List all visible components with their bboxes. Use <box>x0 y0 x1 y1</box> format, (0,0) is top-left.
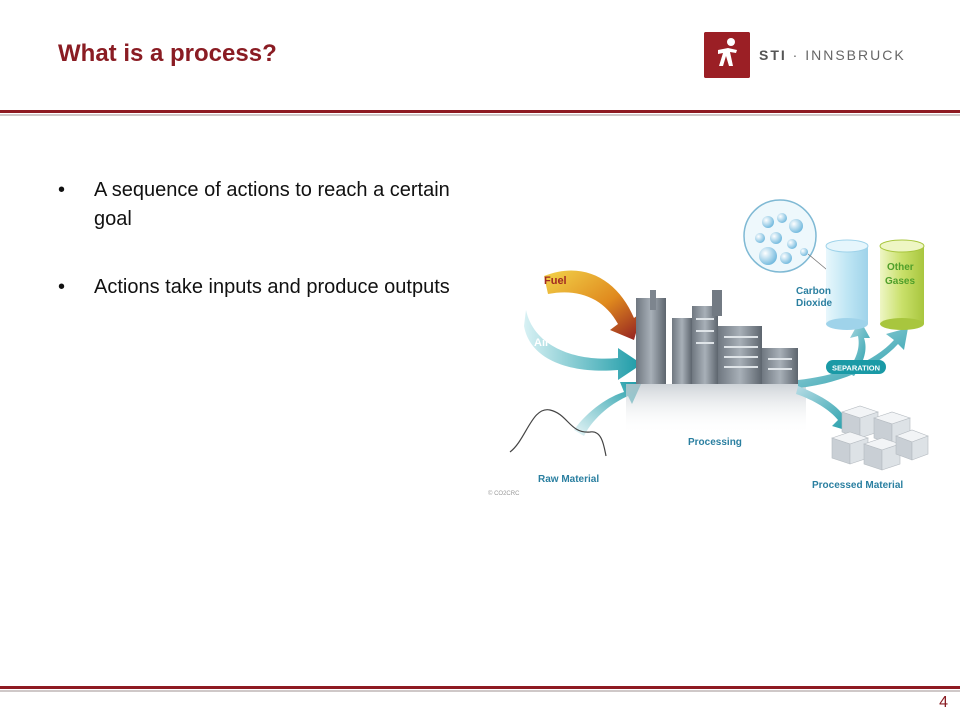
other-gases-cylinder-icon <box>879 239 925 330</box>
factory-icon <box>626 290 806 434</box>
bullet-list: • A sequence of actions to reach a certa… <box>58 176 478 341</box>
co2-molecules-icon <box>743 199 834 276</box>
sti-logo-icon <box>704 32 750 78</box>
page-number: 4 <box>939 694 948 711</box>
raw-material-label: Raw Material <box>538 474 599 485</box>
copyright-label: © CO2CRC <box>488 490 520 497</box>
raw-material-arrow <box>574 382 642 436</box>
separation-label: SEPARATION <box>832 364 880 373</box>
logo-name: INNSBRUCK <box>805 47 906 63</box>
other-gases-label-line1: Other <box>887 262 914 273</box>
logo-brand: STI <box>759 47 787 63</box>
processed-material-cubes-icon <box>831 405 929 471</box>
bullet-text: Actions take inputs and produce outputs <box>94 276 450 298</box>
other-gases-label-line2: Gases <box>885 276 915 287</box>
footer-divider-shadow <box>0 690 960 692</box>
processing-label: Processing <box>688 437 742 448</box>
carbon-dioxide-label-line1: Carbon <box>796 286 831 297</box>
factory-reflection <box>626 384 806 434</box>
header-divider <box>0 110 960 113</box>
carbon-dioxide-cylinder-icon <box>825 239 869 330</box>
bullet-text: A sequence of actions to reach a certain… <box>94 179 450 230</box>
fuel-label: Fuel <box>544 275 567 287</box>
fuel-arrow <box>544 270 642 340</box>
sti-logo: STI · INNSBRUCK <box>704 32 906 78</box>
header-divider-shadow <box>0 114 960 116</box>
processed-material-label: Processed Material <box>812 480 903 491</box>
separation-badge <box>826 360 886 374</box>
bullet-marker: • <box>58 179 66 201</box>
air-arrow <box>524 310 642 380</box>
bullet-marker: • <box>58 276 66 298</box>
logo-text: STI · INNSBRUCK <box>759 47 906 63</box>
footer-divider <box>0 686 960 689</box>
process-diagram: Fuel Air Raw Material © CO2CRC Proce <box>488 199 929 497</box>
bullet-item: • A sequence of actions to reach a certa… <box>58 176 478 234</box>
air-label: Air <box>534 337 550 349</box>
logo-separator: · <box>792 47 800 63</box>
carbon-dioxide-label-line2: Dioxide <box>796 298 833 309</box>
raw-material-pile-icon <box>509 409 607 457</box>
bullet-item: • Actions take inputs and produce output… <box>58 273 478 302</box>
separation-arrow <box>798 320 908 388</box>
slide-title: What is a process? <box>58 40 277 67</box>
processed-material-arrow <box>796 386 852 432</box>
